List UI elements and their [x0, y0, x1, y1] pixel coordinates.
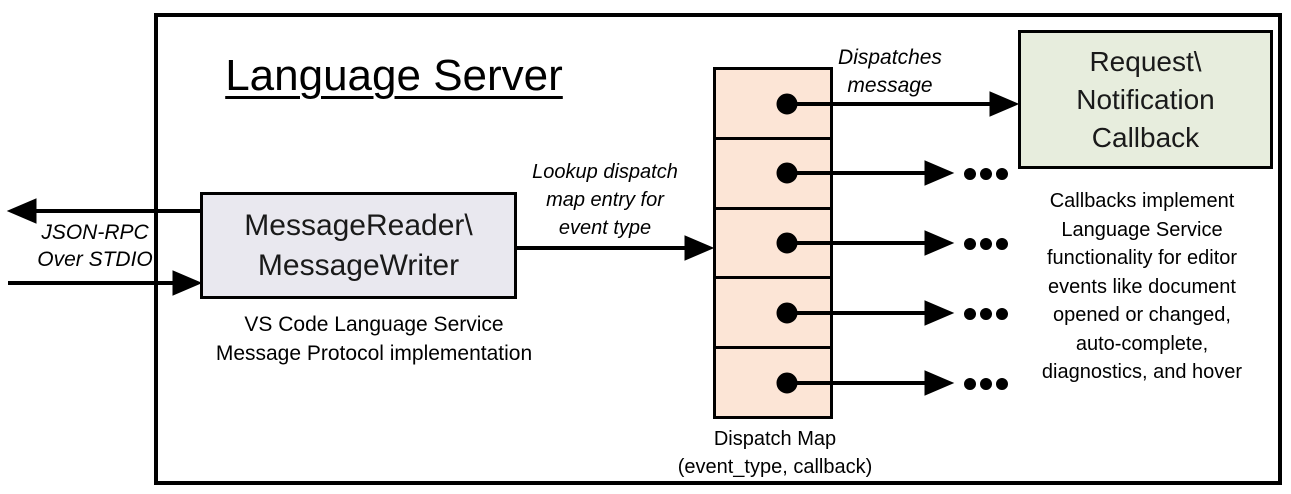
callbacks-note: Callbacks implement Language Service fun… — [1006, 187, 1278, 387]
message-box-line2: MessageWriter — [257, 248, 460, 282]
dispatch-map-table — [713, 67, 833, 419]
page-title: Language Server — [225, 51, 563, 100]
message-box-line1: MessageReader\ — [244, 208, 473, 242]
dispatch-map-caption: Dispatch Map (event_type, callback) — [650, 425, 900, 481]
dispatches-message-label: Dispatches message — [815, 44, 965, 100]
io-protocol-label-line1: JSON-RPC — [41, 221, 149, 244]
lookup-dispatch-label-line1: Lookup dispatch — [532, 161, 678, 183]
dispatch-map-cell — [716, 346, 830, 416]
message-box-caption-line2: Message Protocol implementation — [215, 342, 533, 365]
callback-box-line1: Request\ — [1089, 45, 1202, 77]
callbacks-note-line2: Language Service — [1061, 218, 1223, 241]
request-notification-callback-box: Request\ Notification Callback — [1018, 30, 1273, 169]
dispatch-map-cell — [716, 136, 830, 207]
callbacks-note-line6: auto-complete, — [1075, 332, 1209, 355]
lookup-dispatch-label-line2: map entry for — [546, 189, 664, 211]
message-box-caption-line1: VS Code Language Service — [244, 313, 504, 336]
message-reader-writer-box: MessageReader\ MessageWriter — [200, 192, 517, 299]
callback-box-line3: Callback — [1091, 121, 1200, 153]
callbacks-note-line5: opened or changed, — [1053, 304, 1231, 326]
callbacks-note-line1: Callbacks implement — [1049, 190, 1235, 212]
lookup-dispatch-label: Lookup dispatch map entry for event type — [500, 158, 710, 242]
callbacks-note-line3: functionality for editor — [1046, 247, 1238, 269]
callback-box-line2: Notification — [1076, 83, 1215, 115]
callbacks-note-line7: diagnostics, and hover — [1041, 361, 1243, 383]
message-box-caption: VS Code Language Service Message Protoco… — [202, 310, 546, 368]
dispatch-map-cell — [716, 70, 830, 137]
io-protocol-label-line2: Over STDIO — [37, 248, 153, 271]
lookup-dispatch-label-line3: event type — [558, 217, 652, 239]
language-server-boundary-rect — [154, 13, 1282, 485]
callbacks-note-line4: events like document — [1048, 275, 1236, 298]
io-protocol-label: JSON-RPC Over STDIO — [10, 219, 180, 273]
dispatch-map-caption-line1: Dispatch Map — [713, 428, 837, 450]
dispatches-message-label-line2: message — [847, 74, 933, 97]
dispatch-map-cell — [716, 276, 830, 346]
dispatch-map-cell — [716, 206, 830, 277]
dispatch-map-caption-line2: (event_type, callback) — [677, 456, 873, 478]
dispatches-message-label-line1: Dispatches — [838, 46, 942, 69]
